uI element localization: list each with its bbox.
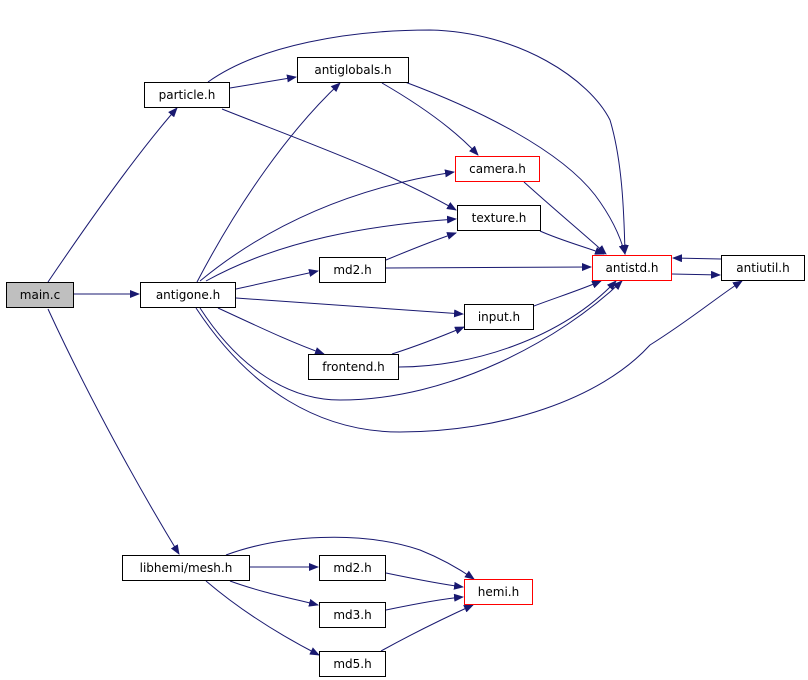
edge-frontend-h-to-antistd-h <box>398 280 617 368</box>
edge-antigone-h-to-antiutil-h <box>195 280 743 433</box>
edge-input-h-to-antistd-h <box>533 280 602 307</box>
node-antistd-h[interactable]: antistd.h <box>592 255 672 281</box>
edge-antigone-h-to-camera-h <box>199 169 455 282</box>
node-texture-h[interactable]: texture.h <box>457 205 541 231</box>
edge-md2-h-to-texture-h <box>385 232 457 261</box>
node-md3-h[interactable]: md3.h <box>319 602 386 628</box>
edge-antigone-h-to-antistd-h <box>199 280 623 401</box>
node-main-c: main.c <box>6 282 74 308</box>
node-md5-h[interactable]: md5.h <box>319 651 386 677</box>
edge-particle-h-to-antistd-h <box>207 29 629 255</box>
node-md2-h[interactable]: md2.h <box>319 257 386 283</box>
node-hemi-h[interactable]: hemi.h <box>464 579 533 605</box>
edge-antiglobals-h-to-antistd-h <box>404 81 627 255</box>
edge-antigone-h-to-frontend-h <box>217 307 325 355</box>
edge-particle-h-to-texture-h <box>221 108 457 211</box>
node-antiglobals-h[interactable]: antiglobals.h <box>297 57 409 83</box>
node-antigone-h[interactable]: antigone.h <box>140 282 236 308</box>
edge-libhemi-mesh-h-to-hemi-h <box>225 536 475 580</box>
edge-antiglobals-h-to-camera-h <box>381 82 479 156</box>
node-libhemi-mesh-h[interactable]: libhemi/mesh.h <box>122 555 250 581</box>
edge-main-c-to-particle-h <box>47 107 178 283</box>
edge-main-c-to-libhemi-mesh-h <box>47 308 180 555</box>
edge-antiutil-h-to-antistd-h <box>672 254 722 263</box>
edge-antigone-h-to-input-h <box>235 297 464 318</box>
node-camera-h[interactable]: camera.h <box>455 156 540 182</box>
node-frontend-h[interactable]: frontend.h <box>308 354 399 380</box>
edge-frontend-h-to-input-h <box>391 326 465 355</box>
node-md2-h-mesh[interactable]: md2.h <box>319 555 386 581</box>
edge-antigone-h-to-md2-h <box>235 269 319 290</box>
node-particle-h[interactable]: particle.h <box>144 82 230 108</box>
edge-md5-h-to-hemi-h <box>380 604 474 652</box>
edge-libhemi-mesh-h-to-md5-h <box>205 580 320 656</box>
edge-antistd-h-to-antiutil-h <box>671 270 721 279</box>
edge-texture-h-to-antistd-h <box>539 230 605 255</box>
edge-antigone-h-to-antiglobals-h <box>196 82 341 283</box>
edge-antigone-h-to-texture-h <box>205 215 457 282</box>
node-antiutil-h[interactable]: antiutil.h <box>721 255 805 281</box>
edge-md3-h-to-hemi-h <box>385 593 464 611</box>
edge-md2-h-to-hemi-h <box>385 572 464 590</box>
edge-particle-h-to-antiglobals-h <box>229 74 297 89</box>
node-input-h[interactable]: input.h <box>464 304 534 330</box>
edge-libhemi-mesh-h-to-md3-h <box>229 580 319 607</box>
edge-md2-h-to-antistd-h <box>385 263 592 272</box>
